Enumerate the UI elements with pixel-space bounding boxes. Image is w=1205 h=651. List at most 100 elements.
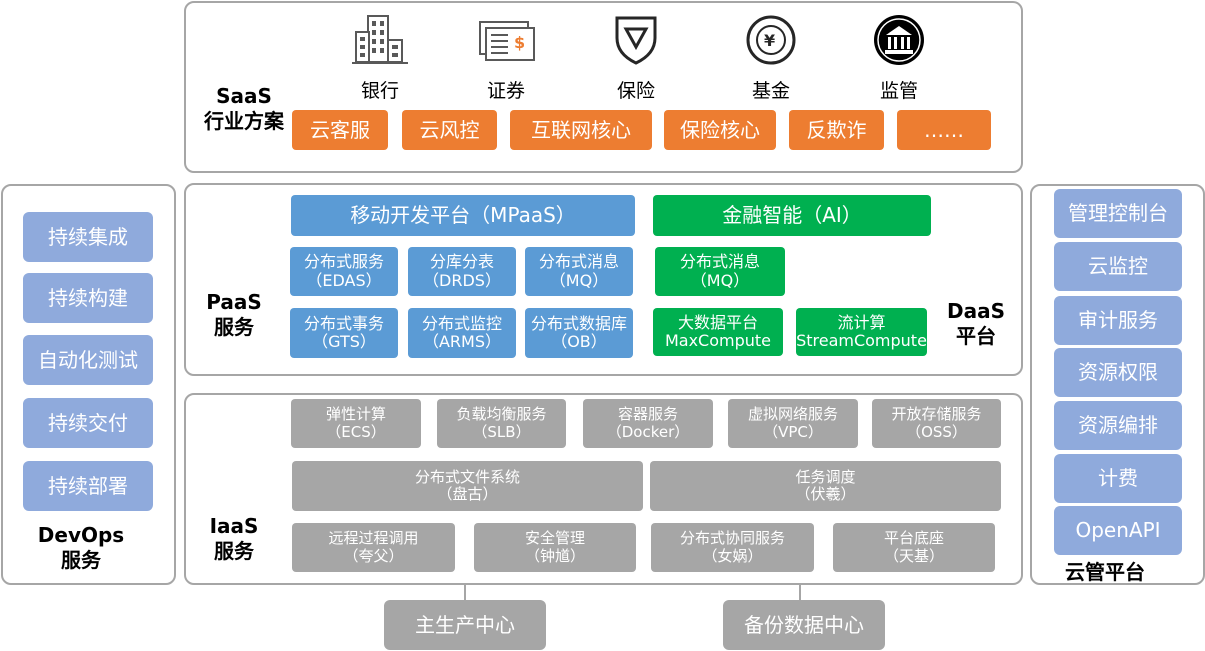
cloud-mgmt-orchestration[interactable]: 资源编排 (1054, 401, 1182, 450)
devops-continuous-build[interactable]: 持续构建 (23, 273, 153, 323)
paas-service-arms[interactable]: 分布式监控（ARMS） (408, 308, 516, 358)
service-code: （盘古） (437, 485, 498, 503)
solution-label: 反欺诈 (806, 117, 867, 142)
cloud-mgmt-item-label: 审计服务 (1078, 308, 1158, 332)
service-name: 分布式消息 (679, 252, 760, 272)
devops-item-label: 持续部署 (48, 473, 128, 498)
connector-line-backup (799, 585, 801, 601)
service-code: （MQ） (690, 270, 750, 290)
daas-label-line1: DaaS (947, 299, 1005, 323)
service-name: 分布式文件系统 (414, 467, 520, 486)
iaas-tianji[interactable]: 平台底座（天基） (833, 523, 995, 572)
cloud-mgmt-item-label: 资源权限 (1078, 360, 1158, 384)
iaas-fuxi[interactable]: 任务调度（伏羲） (650, 461, 1001, 511)
icon-label-insurance: 保险 (616, 80, 655, 102)
stock-certificate-icon: $ (478, 18, 536, 66)
cloud-mgmt-item-label: 资源编排 (1078, 413, 1158, 437)
cloud-mgmt-openapi[interactable]: OpenAPI (1054, 506, 1182, 555)
paas-service-mq[interactable]: 分布式消息（MQ） (525, 247, 633, 296)
devops-item-label: 持续交付 (48, 410, 128, 435)
iaas-docker[interactable]: 容器服务（Docker） (583, 399, 713, 448)
paas-service-ob[interactable]: 分布式数据库（OB） (525, 308, 633, 358)
primary-datacenter-label: 主生产中心 (415, 612, 515, 637)
institution-icon (872, 13, 926, 71)
solution-internet-core[interactable]: 互联网核心 (510, 110, 652, 150)
solution-insurance-core[interactable]: 保险核心 (664, 110, 776, 150)
devops-label-line1: DevOps (37, 523, 125, 547)
icon-label-bank: 银行 (360, 80, 399, 102)
iaas-label-line2: 服务 (214, 539, 254, 563)
service-name: 安全管理 (524, 529, 585, 548)
cloud-mgmt-billing[interactable]: 计费 (1054, 454, 1182, 503)
cloud-mgmt-item-label: OpenAPI (1075, 518, 1161, 542)
service-name: 分布式监控 (421, 313, 502, 333)
solution-anti-fraud[interactable]: 反欺诈 (789, 110, 884, 150)
iaas-oss[interactable]: 开放存储服务（OSS） (872, 399, 1001, 448)
saas-label-line2: 行业方案 (204, 109, 284, 133)
service-code: （Docker） (606, 422, 690, 441)
service-name: 平台底座 (883, 529, 944, 548)
service-code: （MQ） (549, 270, 609, 290)
svg-text:¥: ¥ (764, 31, 775, 50)
paas-label-line2: 服务 (214, 315, 254, 339)
ai-box[interactable]: 金融智能（AI） (653, 195, 931, 236)
service-name: 分布式事务 (303, 313, 384, 333)
paas-service-drds[interactable]: 分库分表（DRDS） (408, 247, 516, 296)
devops-label: DevOps 服务 (28, 523, 134, 573)
devops-continuous-delivery[interactable]: 持续交付 (23, 398, 153, 448)
daas-label-line2: 平台 (956, 324, 996, 348)
service-code: （天基） (883, 546, 944, 565)
solution-more[interactable]: …… (897, 110, 991, 150)
devops-item-label: 持续集成 (48, 224, 128, 249)
iaas-nvwa[interactable]: 分布式协同服务（女娲） (651, 523, 814, 572)
service-code: （EDAS） (306, 270, 382, 290)
iaas-vpc[interactable]: 虚拟网络服务（VPC） (728, 399, 858, 448)
cloud-mgmt-item-label: 管理控制台 (1068, 201, 1168, 225)
iaas-label-line1: IaaS (209, 514, 259, 538)
cloud-mgmt-permissions[interactable]: 资源权限 (1054, 348, 1182, 397)
devops-item-label: 自动化测试 (38, 347, 138, 372)
svg-text:$: $ (514, 33, 525, 52)
iaas-kuafu[interactable]: 远程过程调用（夸父） (292, 523, 455, 572)
service-name: 开放存储服务 (891, 405, 982, 424)
service-name: 流计算 (837, 312, 886, 332)
solution-cloud-risk-control[interactable]: 云风控 (402, 110, 497, 150)
service-code: （伏羲） (795, 485, 856, 503)
devops-item-label: 持续构建 (48, 285, 128, 310)
solution-label: 保险核心 (680, 117, 760, 142)
primary-datacenter[interactable]: 主生产中心 (384, 600, 546, 650)
iaas-slb[interactable]: 负载均衡服务（SLB） (437, 399, 566, 448)
cloud-mgmt-audit[interactable]: 审计服务 (1054, 296, 1182, 345)
paas-service-gts[interactable]: 分布式事务（GTS） (290, 308, 398, 358)
devops-continuous-integration[interactable]: 持续集成 (23, 212, 153, 262)
iaas-zhongkui[interactable]: 安全管理（钟馗） (474, 523, 636, 572)
icon-label-fund: 基金 (751, 80, 790, 102)
devops-continuous-deployment[interactable]: 持续部署 (23, 461, 153, 511)
saas-label: SaaS 行业方案 (196, 84, 292, 134)
devops-automated-testing[interactable]: 自动化测试 (23, 335, 153, 385)
cloud-mgmt-console[interactable]: 管理控制台 (1054, 189, 1182, 238)
solution-label: 云风控 (419, 117, 480, 142)
solution-cloud-customer-service[interactable]: 云客服 (292, 110, 388, 150)
ai-label: 金融智能（AI） (722, 203, 862, 227)
paas-service-edas[interactable]: 分布式服务（EDAS） (290, 247, 398, 296)
service-name: 远程过程调用 (328, 529, 419, 548)
service-name: 负载均衡服务 (456, 405, 547, 424)
service-code: （SLB） (472, 422, 531, 441)
mpaas-box[interactable]: 移动开发平台（MPaaS） (291, 195, 635, 236)
iaas-pangu[interactable]: 分布式文件系统（盘古） (292, 461, 643, 511)
backup-datacenter[interactable]: 备份数据中心 (723, 600, 885, 650)
service-name: 容器服务 (617, 405, 678, 424)
daas-mq-box[interactable]: 分布式消息（MQ） (655, 247, 785, 296)
cloud-mgmt-item-label: 计费 (1098, 466, 1138, 490)
cloud-mgmt-monitor[interactable]: 云监控 (1054, 242, 1182, 291)
service-code: （ECS） (326, 422, 386, 441)
cloud-mgmt-label: 云管平台 (1065, 560, 1145, 584)
solution-label: 云客服 (310, 117, 370, 142)
service-name: 分布式数据库 (530, 313, 627, 333)
iaas-ecs[interactable]: 弹性计算（ECS） (291, 399, 421, 448)
icon-label-regulation: 监管 (879, 80, 918, 102)
service-code: （GTS） (312, 332, 376, 351)
